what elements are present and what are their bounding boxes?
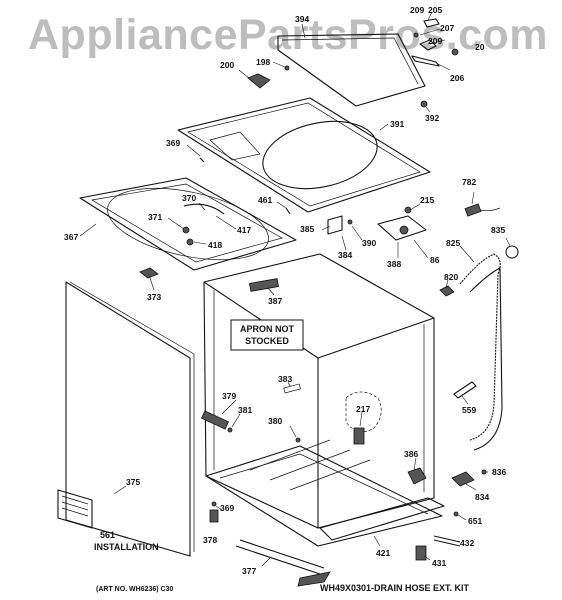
lid-switch-part: [238, 61, 290, 89]
cabinet-part: [203, 253, 443, 547]
callout-371: 371: [148, 212, 162, 222]
clip-part: [139, 267, 159, 291]
callout-825: 825: [446, 238, 460, 248]
screw-651-part: [453, 511, 467, 521]
callout-390: 390: [362, 238, 376, 248]
leveling-leg-part: [415, 535, 461, 561]
callout-651: 651: [468, 516, 482, 526]
callout-369b: 369: [220, 503, 234, 513]
top-frame-part: [79, 177, 297, 271]
callout-421: 421: [376, 548, 390, 558]
side-bracket-part: [407, 457, 427, 485]
callout-835: 835: [491, 225, 505, 235]
art-number: (ART NO. WH6236) C30: [96, 586, 174, 593]
installation-booklet-part: [57, 489, 93, 529]
callout-86: 86: [430, 255, 440, 265]
lid-hinge-part: [411, 11, 459, 71]
callout-431: 431: [432, 558, 446, 568]
callout-394: 394: [295, 14, 309, 24]
bracket-834-part: [451, 469, 488, 491]
callout-385: 385: [300, 224, 314, 234]
callout-375: 375: [126, 477, 140, 487]
toe-kick-part: [235, 539, 331, 587]
screw-381-part: [227, 413, 241, 433]
bracket-part: [200, 399, 237, 430]
apron-note-line1: APRON NOT: [240, 324, 295, 334]
callout-417: 417: [237, 225, 251, 235]
callout-369: 369: [166, 138, 180, 148]
callout-209: 209: [410, 5, 424, 15]
installation-label: INSTALLATION: [94, 542, 159, 552]
callout-820: 820: [444, 272, 458, 282]
apron-note-box: [230, 319, 304, 351]
callout-432: 432: [460, 538, 474, 548]
installation-number: 561: [100, 530, 115, 540]
callout-836: 836: [492, 467, 506, 477]
lid-part: [277, 23, 426, 107]
callout-377: 377: [242, 566, 256, 576]
callout-205: 205: [428, 5, 442, 15]
callout-198: 198: [256, 57, 270, 67]
callout-392: 392: [425, 113, 439, 123]
callout-391: 391: [390, 119, 404, 129]
latch-part: [321, 215, 363, 251]
screw-part: [186, 144, 205, 163]
callout-367: 367: [64, 232, 78, 242]
bumper-part: [420, 100, 431, 113]
callout-782: 782: [462, 177, 476, 187]
drain-hose-kit-note: WH49X0301-DRAIN HOSE EXT. KIT: [320, 583, 470, 593]
clip-559-part: [453, 381, 477, 405]
callout-379: 379: [222, 391, 236, 401]
callout-834: 834: [475, 492, 489, 502]
callout-200: 200: [220, 60, 234, 70]
connector-part: [464, 191, 501, 217]
spring-part: [283, 381, 301, 394]
drain-hose-part: [459, 245, 503, 451]
front-rail-part: [319, 497, 445, 547]
callout-378: 378: [203, 535, 217, 545]
snubber-part: [345, 391, 382, 445]
rod-part: [167, 202, 237, 246]
bolt-380-part: [289, 425, 301, 443]
front-panel-part: [65, 281, 195, 557]
callout-206: 206: [450, 73, 464, 83]
front-leg-part: [209, 501, 223, 523]
switch-part: [377, 203, 429, 259]
hose-clip-part: [439, 279, 455, 297]
callout-387: 387: [268, 296, 282, 306]
apron-note-line2: STOCKED: [245, 336, 289, 346]
watermark: AppliancePartsPros.com: [28, 11, 549, 59]
callout-217: 217: [356, 404, 370, 414]
callout-209b: 209: [428, 36, 442, 46]
callout-384: 384: [338, 250, 352, 260]
callout-373: 373: [147, 292, 161, 302]
callout-461: 461: [258, 195, 272, 205]
handle-part: [249, 278, 279, 296]
clamp-part: [505, 237, 519, 259]
callout-559: 559: [462, 405, 476, 415]
screw-461-part: [276, 201, 291, 215]
callout-20: 20: [475, 42, 485, 52]
callout-383: 383: [278, 374, 292, 384]
callout-207: 207: [440, 23, 454, 33]
top-cover-part: [177, 97, 431, 213]
callout-388: 388: [387, 259, 401, 269]
callout-380: 380: [268, 416, 282, 426]
callout-215: 215: [420, 195, 434, 205]
callout-370: 370: [182, 193, 196, 203]
callout-418: 418: [208, 240, 222, 250]
callout-381: 381: [238, 405, 252, 415]
callout-386: 386: [404, 449, 418, 459]
